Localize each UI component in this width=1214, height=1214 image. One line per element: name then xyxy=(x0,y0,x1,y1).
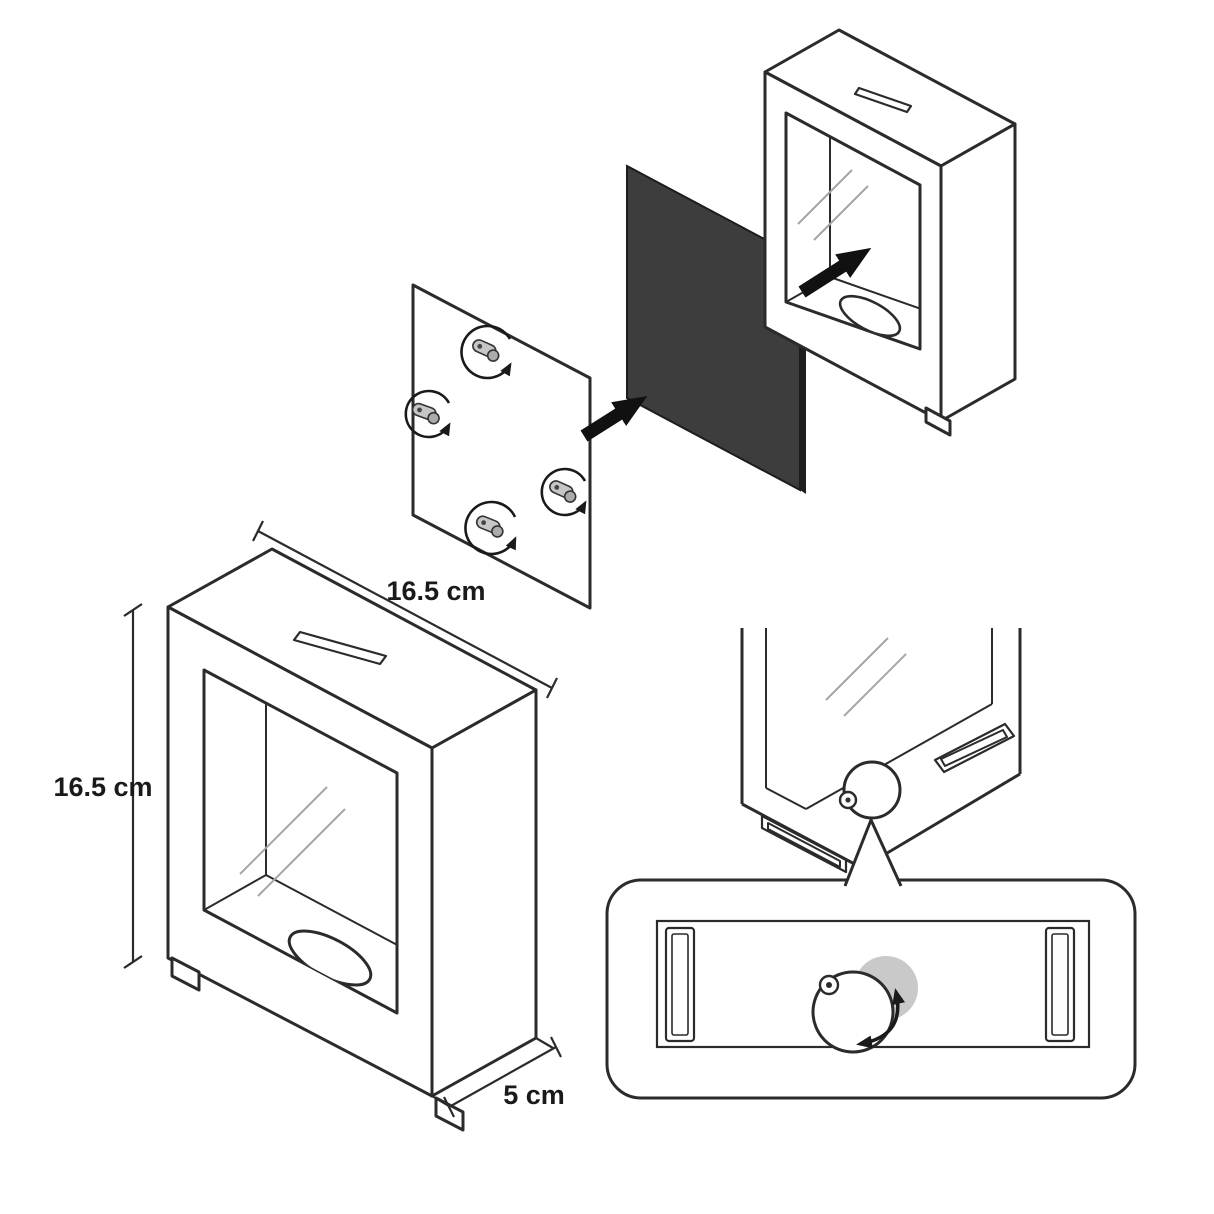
glass-shine xyxy=(813,185,869,241)
frame-foot xyxy=(170,956,201,992)
callout-pointer xyxy=(843,818,903,887)
foot-slot xyxy=(933,722,1016,774)
underside-partial-view xyxy=(740,628,1022,874)
rotate-arrow-icon xyxy=(404,389,451,439)
back-panel-board xyxy=(411,283,592,610)
glass-shine xyxy=(797,169,853,225)
foot-slot-inner xyxy=(767,822,841,868)
glass-shine xyxy=(825,637,889,701)
foot-slot-inner xyxy=(940,729,1008,767)
height-label: 16.5 cm xyxy=(53,772,152,802)
twist-cap-pin xyxy=(826,982,832,988)
insert-arrow-icon xyxy=(580,395,648,442)
twist-cap-pin xyxy=(845,797,851,803)
window-bottom-edge xyxy=(805,703,993,810)
bottom-view-callout xyxy=(605,818,1137,1100)
frame-right-face xyxy=(939,122,1017,423)
frame-right-face xyxy=(430,688,538,1098)
depth-label: 5 cm xyxy=(503,1080,565,1110)
foot-slot-inner xyxy=(671,933,689,1036)
back-panel xyxy=(404,283,592,610)
frame-foot xyxy=(924,406,952,437)
height-dimension: 16.5 cm xyxy=(53,603,153,969)
foot-slot-inner xyxy=(1051,933,1069,1036)
width-label: 16.5 cm xyxy=(386,576,485,606)
dimensioned-frame: 16.5 cm 16.5 cm 5 cm xyxy=(53,520,565,1132)
foot-slot xyxy=(1044,926,1076,1043)
coin-slot xyxy=(292,630,388,666)
width-dimension: 16.5 cm xyxy=(252,520,558,699)
glass-shine xyxy=(257,808,346,897)
rotate-arrow-icon xyxy=(460,324,512,380)
frame-foot xyxy=(434,1096,465,1132)
rotate-arrow-icon xyxy=(856,988,905,1049)
photo-panel xyxy=(626,164,806,494)
window-bottom-edge xyxy=(765,787,807,810)
depth-dimension: 5 cm xyxy=(431,1036,565,1118)
rotate-arrow-icon xyxy=(464,500,517,556)
insert-arrow-icon xyxy=(798,247,872,298)
frame-box xyxy=(763,28,1017,437)
coin-release-hole xyxy=(838,294,902,338)
glass-shine xyxy=(239,786,328,875)
frame-bottom-edge xyxy=(861,772,1021,870)
rotate-arrow-icon xyxy=(540,467,587,517)
glass-shine xyxy=(843,653,907,717)
exploded-assembly xyxy=(404,28,1017,610)
twist-cap xyxy=(842,760,902,820)
coin-slot xyxy=(853,86,913,114)
foot-slot xyxy=(664,926,696,1043)
